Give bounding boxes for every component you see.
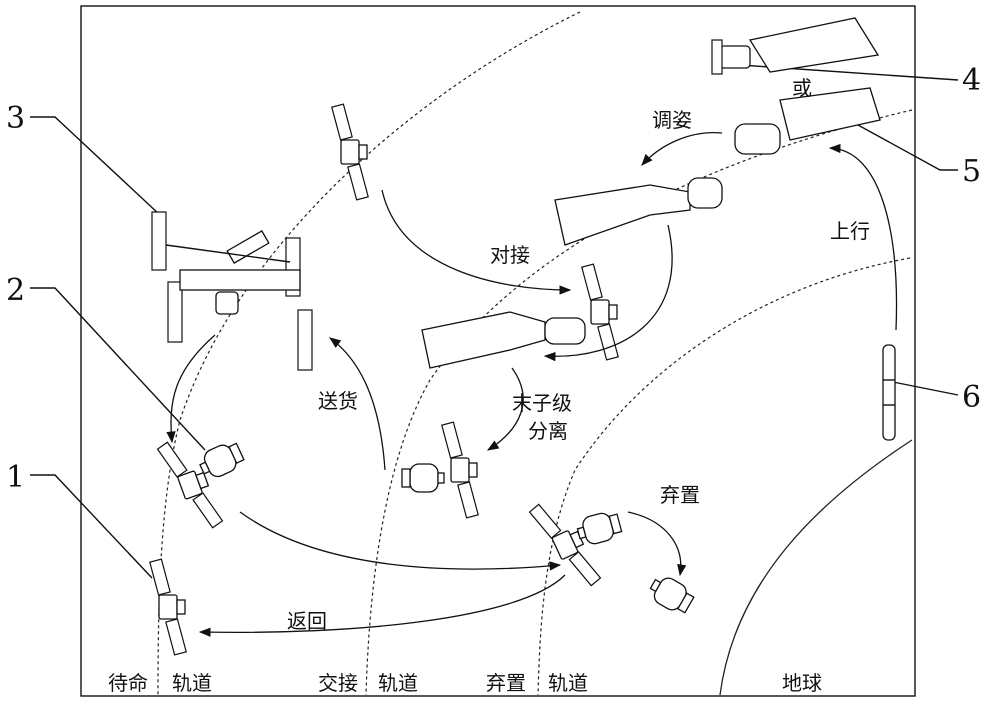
- callout-line-5: [857, 124, 958, 171]
- upper-stage-4: [711, 17, 880, 75]
- upper-stage-attitude: [554, 177, 723, 246]
- arrow-transfer: [239, 511, 562, 571]
- label-separation-2: 分离: [528, 419, 568, 443]
- label-earth: 地球: [782, 671, 822, 695]
- callout-5: 5: [962, 154, 981, 189]
- disposal-orbit: [537, 257, 911, 696]
- callout-line-1: [30, 474, 153, 579]
- arrow-stage-return: [543, 224, 673, 362]
- satellite-1: [149, 558, 187, 656]
- callout-2: 2: [6, 273, 25, 308]
- callout-line-2: [30, 287, 206, 451]
- label-or: 或: [792, 76, 812, 100]
- label-separation-1: 末子级: [512, 391, 572, 415]
- upper-stage-docking: [421, 311, 586, 369]
- label-return: 返回: [287, 609, 327, 633]
- label-disposal-orbit: 弃置: [486, 671, 526, 695]
- label-discard: 弃置: [660, 483, 700, 507]
- label-ascent: 上行: [830, 219, 870, 243]
- satellite-disposal: [527, 493, 603, 597]
- arrow-attitude: [641, 131, 723, 166]
- arrow-ascent: [828, 143, 898, 331]
- arrow-return: [198, 574, 566, 637]
- callout-line-3: [30, 116, 161, 216]
- satellite-handover: [441, 421, 479, 519]
- earth-outline: [719, 439, 913, 696]
- label-handover-orbit: 交接: [318, 671, 358, 695]
- label-deliver: 送货: [318, 389, 358, 413]
- callout-line-6: [892, 381, 959, 396]
- space-station: [151, 211, 313, 371]
- arrow-docking: [381, 189, 572, 295]
- label-orbit-2: 轨道: [378, 671, 418, 695]
- arrow-discard: [627, 511, 687, 577]
- callout-4: 4: [962, 63, 981, 98]
- arrow-station-down: [166, 334, 216, 444]
- label-docking: 对接: [490, 243, 530, 267]
- arrow-deliver: [329, 337, 386, 471]
- standby-orbit: [157, 11, 581, 696]
- callout-3: 3: [6, 101, 25, 136]
- handover-orbit: [365, 109, 913, 696]
- label-attitude: 调姿: [652, 108, 692, 132]
- satellite-top: [331, 103, 369, 201]
- callout-6: 6: [962, 380, 981, 415]
- cargo-module-handover: [401, 463, 445, 493]
- discarded-cargo: [645, 571, 697, 618]
- callout-1: 1: [6, 460, 25, 495]
- upper-stage-5: [734, 87, 881, 155]
- diagram-frame: [80, 5, 916, 697]
- launch-vehicle: [882, 344, 896, 441]
- label-orbit-3: 轨道: [548, 671, 588, 695]
- label-standby-orbit: 待命: [108, 671, 148, 695]
- arrow-separation: [487, 367, 524, 451]
- label-orbit-1: 轨道: [172, 671, 212, 695]
